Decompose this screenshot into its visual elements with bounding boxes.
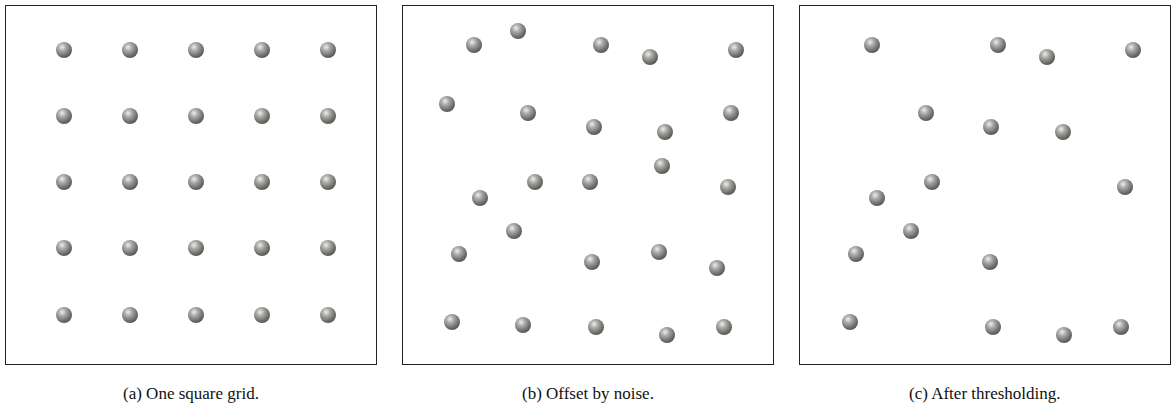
panel-frame [403,6,774,365]
grid-spheres [56,42,336,323]
panel-frame [6,6,377,365]
subfigure-caption: (c) After thresholding. [909,384,1061,404]
subfigure-caption: (a) One square grid. [123,384,259,404]
panel-frame [800,6,1171,365]
thresholded-spheres [842,37,1141,343]
noisy-spheres [439,23,744,343]
subfigure-caption: (b) Offset by noise. [522,384,654,404]
